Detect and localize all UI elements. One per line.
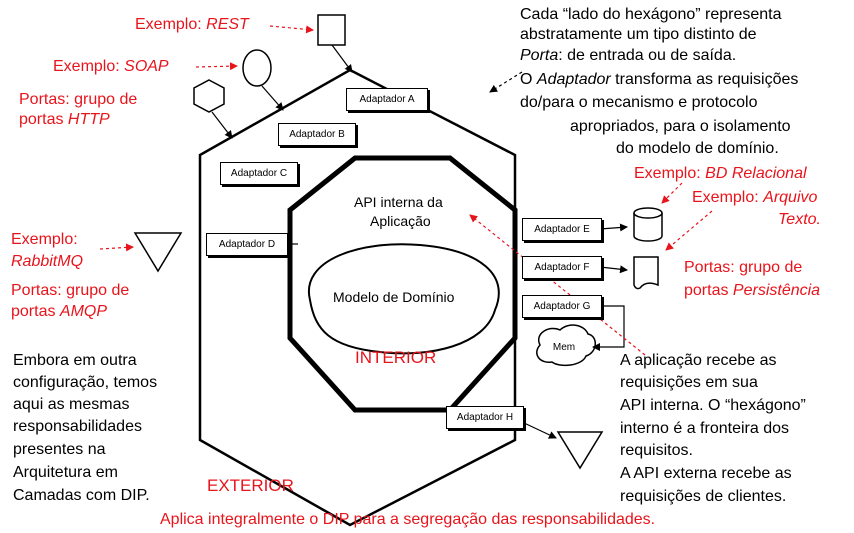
database-cylinder-icon	[633, 207, 663, 242]
adapter-e-to-db-arrow	[599, 223, 628, 232]
left-note-line-3: aqui as mesmas	[13, 396, 130, 413]
rest-example-label: Exemplo: REST	[135, 16, 249, 33]
right-note-line-3: API interna. O “hexágono”	[620, 397, 806, 414]
left-note-line-2: configuração, temos	[13, 374, 158, 391]
adapter-d: Adaptador D	[206, 233, 288, 256]
top-note-line-7: do modelo de domínio.	[616, 140, 779, 157]
right-note-line-5: requisitos.	[620, 442, 693, 459]
amqp-ports-label-line2: portas AMQP	[11, 303, 108, 320]
http-hexagon-icon	[193, 79, 225, 113]
adapter-g-to-mem-arrow	[592, 305, 625, 351]
bd-pointer	[661, 182, 683, 204]
left-note-line-5: presentes na	[13, 441, 106, 458]
amqp-ports-label-line1: Portas: grupo de	[11, 282, 130, 299]
adapter-g: Adaptador G	[522, 295, 602, 318]
right-note-line-7: requisições de clientes.	[620, 488, 787, 505]
rest-square-icon	[317, 14, 346, 46]
soap-ellipse-icon	[242, 49, 272, 87]
right-note-line-4: interno é a fronteira dos	[620, 420, 789, 437]
internal-api-pointer	[469, 214, 646, 356]
top-note-line-3: Porta: de entrada ou de saída.	[520, 47, 737, 64]
top-note-line-6: apropriados, para o isolamento	[570, 118, 791, 135]
rabbitmq-triangle-icon	[133, 232, 183, 273]
rabbitmq-example-line2: RabbitMQ	[11, 253, 84, 270]
internal-api-label-line2: Aplicação	[370, 213, 431, 229]
adapter-c: Adaptador C	[220, 162, 298, 185]
http-ports-label-line2: portas HTTP	[19, 111, 110, 128]
exterior-label: EXTERIOR	[207, 476, 294, 495]
interior-label: INTERIOR	[355, 348, 437, 367]
top-note-line-1: Cada “lado do hexágono” representa	[520, 6, 782, 23]
arquivo-example-line1: Exemplo: Arquivo	[692, 189, 818, 206]
bd-example-label: Exemplo: BD Relacional	[634, 165, 807, 182]
top-note-line-2: abstratamente um tipo distinto de	[520, 26, 757, 43]
left-note-line-1: Embora em outra	[13, 352, 137, 369]
persist-ports-label-line2: portas Persistência	[684, 282, 821, 299]
adapter-f: Adaptador F	[522, 256, 602, 279]
adapter-h-triangle-icon	[556, 431, 604, 470]
right-note-line-1: A aplicação recebe as	[620, 352, 777, 369]
http-ports-label-line1: Portas: grupo de	[19, 91, 138, 108]
domain-model-label: Modelo de Domínio	[333, 289, 455, 305]
adapter-h: Adaptador H	[446, 406, 524, 429]
mem-label: Mem	[553, 342, 575, 353]
note-pointer	[489, 71, 523, 93]
top-note-line-4: O Adaptador transforma as requisições	[520, 71, 799, 88]
rest-pointer	[269, 25, 314, 34]
soap-pointer	[195, 62, 238, 71]
internal-api-label-line1: API interna da	[354, 194, 443, 210]
left-note-line-6: Arquitetura em	[13, 464, 118, 481]
adapter-e: Adaptador E	[522, 218, 602, 241]
arquivo-pointer	[665, 210, 713, 251]
domain-model-blob	[307, 243, 500, 355]
outer-hexagon	[198, 68, 517, 527]
http-to-adapter-c-arrow	[211, 111, 233, 139]
rabbitmq-example-line1: Exemplo:	[11, 231, 78, 248]
adapter-f-to-doc-arrow	[599, 265, 628, 274]
bottom-note: Aplica integralmente o DIP para a segreg…	[160, 511, 656, 528]
adapter-b: Adaptador B	[278, 123, 356, 146]
rest-to-adapter-a-arrow	[331, 44, 353, 73]
soap-to-adapter-b-arrow	[261, 85, 284, 111]
right-note-line-6: A API externa recebe as	[620, 465, 792, 482]
rabbitmq-pointer	[99, 243, 134, 252]
adapter-a: Adaptador A	[346, 88, 428, 111]
right-note-line-2: requisições em sua	[620, 374, 758, 391]
left-note-line-7: Camadas com DIP.	[13, 487, 150, 504]
persist-ports-label-line1: Portas: grupo de	[684, 259, 803, 276]
arquivo-example-line2: Texto.	[778, 211, 821, 228]
soap-example-label: Exemplo: SOAP	[53, 58, 169, 75]
left-note-line-4: responsabilidades	[13, 418, 142, 435]
inner-hexagon	[287, 155, 518, 413]
document-icon	[633, 256, 659, 290]
adapter-h-to-triangle-arrow	[521, 421, 557, 439]
top-note-line-5: do/para o mecanismo e protocolo	[520, 94, 758, 111]
